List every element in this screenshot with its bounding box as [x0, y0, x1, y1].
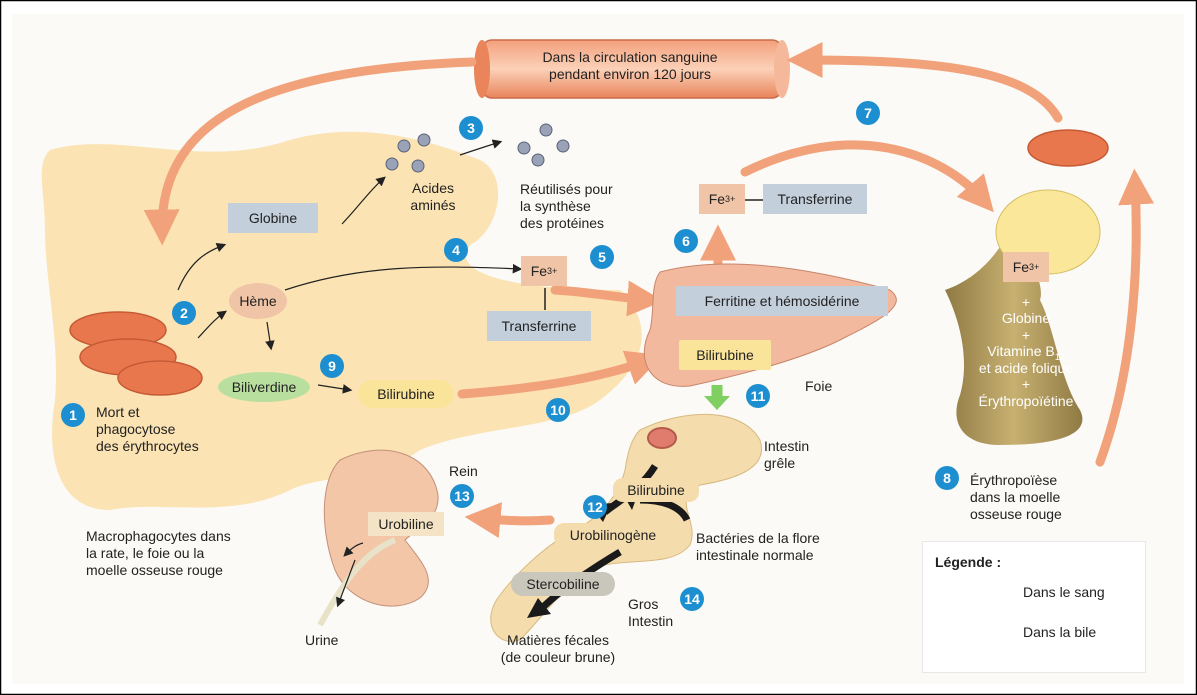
- heme-node: Hème: [229, 283, 287, 319]
- macrophages-line3: moelle osseuse rouge: [86, 562, 223, 579]
- acides-line2: aminés: [398, 197, 468, 214]
- step-badge-3: 3: [459, 116, 483, 140]
- bone-acide: et acide folique: [956, 360, 1096, 377]
- intestine-lumen: [648, 428, 676, 448]
- biliverdine-node: Biliverdine: [218, 372, 310, 402]
- step-badge-5: 5: [590, 245, 614, 269]
- gros-intestin-line2: Intestin: [628, 613, 673, 630]
- gros-intestin-line1: Gros: [628, 596, 658, 613]
- step-badge-13: 13: [450, 484, 474, 508]
- step-badge-8: 8: [935, 466, 959, 490]
- urobilinogene-node: Urobilinogène: [554, 523, 672, 547]
- step-badge-11: 11: [746, 384, 770, 408]
- mort-line2: phagocytose: [96, 421, 175, 438]
- stercobiline-node: Stercobiline: [511, 572, 615, 596]
- fe-charge-3: 3+: [1029, 262, 1039, 272]
- step-badge-9: 9: [320, 354, 344, 378]
- bone-plus-1: +: [966, 294, 1086, 311]
- fe-charge-2: 3+: [725, 194, 735, 204]
- rein-label: Rein: [449, 463, 478, 480]
- macrophages-line1: Macrophagocytes dans: [86, 528, 231, 545]
- step-badge-2: 2: [172, 301, 196, 325]
- urine-label: Urine: [305, 632, 338, 649]
- step-badge-6: 6: [674, 229, 698, 253]
- reutilises-line2: la synthèse: [520, 198, 591, 215]
- intestin-grele-line1: Intestin: [764, 438, 809, 455]
- step-badge-4: 4: [444, 238, 468, 262]
- matieres-line2: (de couleur brune): [478, 649, 638, 666]
- blood-circulation-line2: pendant environ 120 jours: [515, 66, 745, 83]
- bacteries-line1: Bactéries de la flore: [696, 530, 820, 547]
- fe-symbol-3: Fe: [1013, 259, 1029, 275]
- step-badge-7: 7: [856, 101, 880, 125]
- erythropoiese-line2: dans la moelle: [970, 489, 1060, 506]
- erythropoiese-line3: osseuse rouge: [970, 506, 1062, 523]
- step-badge-10: 10: [546, 398, 570, 422]
- ferritine-box: Ferritine et hémosidérine: [676, 286, 888, 316]
- bone-plus-3: +: [966, 376, 1086, 393]
- blood-circulation-line1: Dans la circulation sanguine: [515, 49, 745, 66]
- bilirubine-intestine: Bilirubine: [613, 478, 699, 502]
- urobiline-node: Urobiline: [368, 512, 444, 536]
- reutilises-line3: des protéines: [520, 215, 604, 232]
- bone-plus-2: +: [966, 327, 1086, 344]
- reutilises-line1: Réutilisés pour: [520, 181, 613, 198]
- legend-blood-label: Dans le sang: [1023, 584, 1105, 601]
- macrophages-line2: la rate, le foie ou la: [86, 545, 204, 562]
- bone-globine: Globine: [966, 310, 1086, 327]
- transferrine-box-2: Transferrine: [763, 184, 867, 214]
- legend-bile-label: Dans la bile: [1023, 624, 1096, 641]
- foie-label: Foie: [805, 378, 832, 395]
- bone-epo: Érythropoïétine: [956, 393, 1096, 410]
- legend-title: Légende :: [935, 554, 1001, 571]
- step-badge-14: 14: [680, 587, 704, 611]
- bilirubine-node: Bilirubine: [358, 380, 454, 408]
- erythropoiese-line1: Érythropoïèse: [970, 472, 1057, 489]
- bacteries-line2: intestinale normale: [696, 547, 814, 564]
- fe-symbol: Fe: [531, 263, 547, 279]
- step-badge-12: 12: [583, 495, 607, 519]
- bone-vitamine-text: Vitamine B: [987, 343, 1054, 359]
- step-badge-1: 1: [61, 403, 85, 427]
- transferrine-box: Transferrine: [487, 311, 591, 341]
- bilirubine-liver: Bilirubine: [679, 340, 771, 370]
- mort-line1: Mort et: [96, 404, 140, 421]
- intestin-grele-line2: grêle: [764, 455, 795, 472]
- legend: Légende : Dans le sang Dans la bile: [922, 541, 1146, 673]
- mort-line3: des érythrocytes: [96, 438, 199, 455]
- fe-symbol-2: Fe: [709, 191, 725, 207]
- globine-box: Globine: [228, 203, 318, 233]
- fe-charge: 3+: [547, 266, 557, 276]
- acides-line1: Acides: [398, 180, 468, 197]
- matieres-line1: Matières fécales: [478, 632, 638, 649]
